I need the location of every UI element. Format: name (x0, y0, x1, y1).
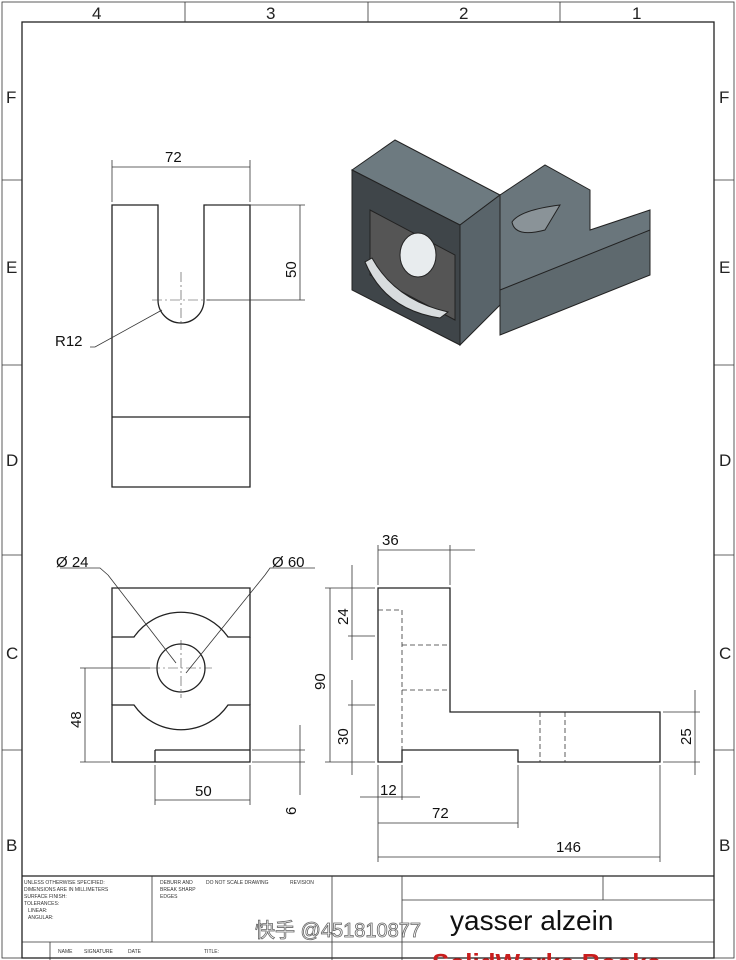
zone-rows-right: F E D C B (719, 88, 731, 855)
zone-row-b: B (6, 836, 17, 855)
zone-dividers (2, 2, 734, 751)
note-3: SURFACE FINISH: (24, 894, 67, 900)
zone-col-1: 1 (632, 4, 641, 23)
zone-row-e: E (719, 258, 730, 277)
top-view: 72 50 R12 (55, 149, 305, 488)
zone-col-4: 4 (92, 4, 101, 23)
note-6: ANGULAR: (28, 915, 54, 921)
dim-50-slot: 50 (283, 261, 300, 278)
brand-logo-text: SolidWorks Books (432, 948, 661, 960)
zone-row-b: B (719, 836, 730, 855)
deburr-1: DEBURR AND (160, 880, 193, 886)
zone-row-f: F (719, 88, 729, 107)
dim-hole-24: Ø 24 (56, 554, 89, 571)
dim-48: 48 (68, 711, 85, 728)
name-header: NAME (58, 949, 73, 955)
do-not-scale: DO NOT SCALE DRAWING (206, 880, 269, 886)
dim-72-top: 72 (165, 149, 182, 166)
note-5: LINEAR: (28, 908, 47, 914)
date-header: DATE (128, 949, 142, 955)
revision-label: REVISION (290, 880, 314, 886)
side-view: 36 24 90 30 12 72 146 25 (312, 532, 700, 862)
front-view: Ø 24 Ø 60 48 50 6 (56, 554, 315, 815)
zone-row-d: D (6, 451, 18, 470)
zone-row-d: D (719, 451, 731, 470)
signature-header: SIGNATURE (84, 949, 113, 955)
dim-12: 12 (380, 782, 397, 799)
note-2: DIMENSIONS ARE IN MILLIMETERS (24, 887, 109, 893)
deburr-2: BREAK SHARP (160, 887, 196, 893)
zone-row-e: E (6, 258, 17, 277)
zone-row-f: F (6, 88, 16, 107)
dim-30: 30 (335, 728, 352, 745)
deburr-3: EDGES (160, 894, 178, 900)
zone-row-c: C (719, 644, 731, 663)
author-name: yasser alzein (450, 905, 613, 936)
watermark: 快手 @451810877 (255, 919, 421, 942)
note-1: UNLESS OTHERWISE SPECIFIED: (24, 880, 105, 886)
dim-146: 146 (556, 839, 581, 856)
dim-36: 36 (382, 532, 399, 549)
zone-col-3: 3 (266, 4, 275, 23)
isometric-view (351, 139, 651, 347)
zone-row-c: C (6, 644, 18, 663)
title-block: UNLESS OTHERWISE SPECIFIED: DIMENSIONS A… (22, 875, 714, 960)
zone-col-2: 2 (459, 4, 468, 23)
dim-6: 6 (283, 807, 300, 815)
dim-50-base: 50 (195, 783, 212, 800)
zone-rows-left: F E D C B (6, 88, 18, 855)
note-4: TOLERANCES: (24, 901, 59, 907)
title-header: TITLE: (204, 949, 219, 955)
dim-arc-60: Ø 60 (272, 554, 305, 571)
radius-label: R12 (55, 333, 83, 350)
dim-90: 90 (312, 673, 329, 690)
dim-24: 24 (335, 608, 352, 625)
dim-72-side: 72 (432, 805, 449, 822)
dim-25: 25 (678, 728, 695, 745)
